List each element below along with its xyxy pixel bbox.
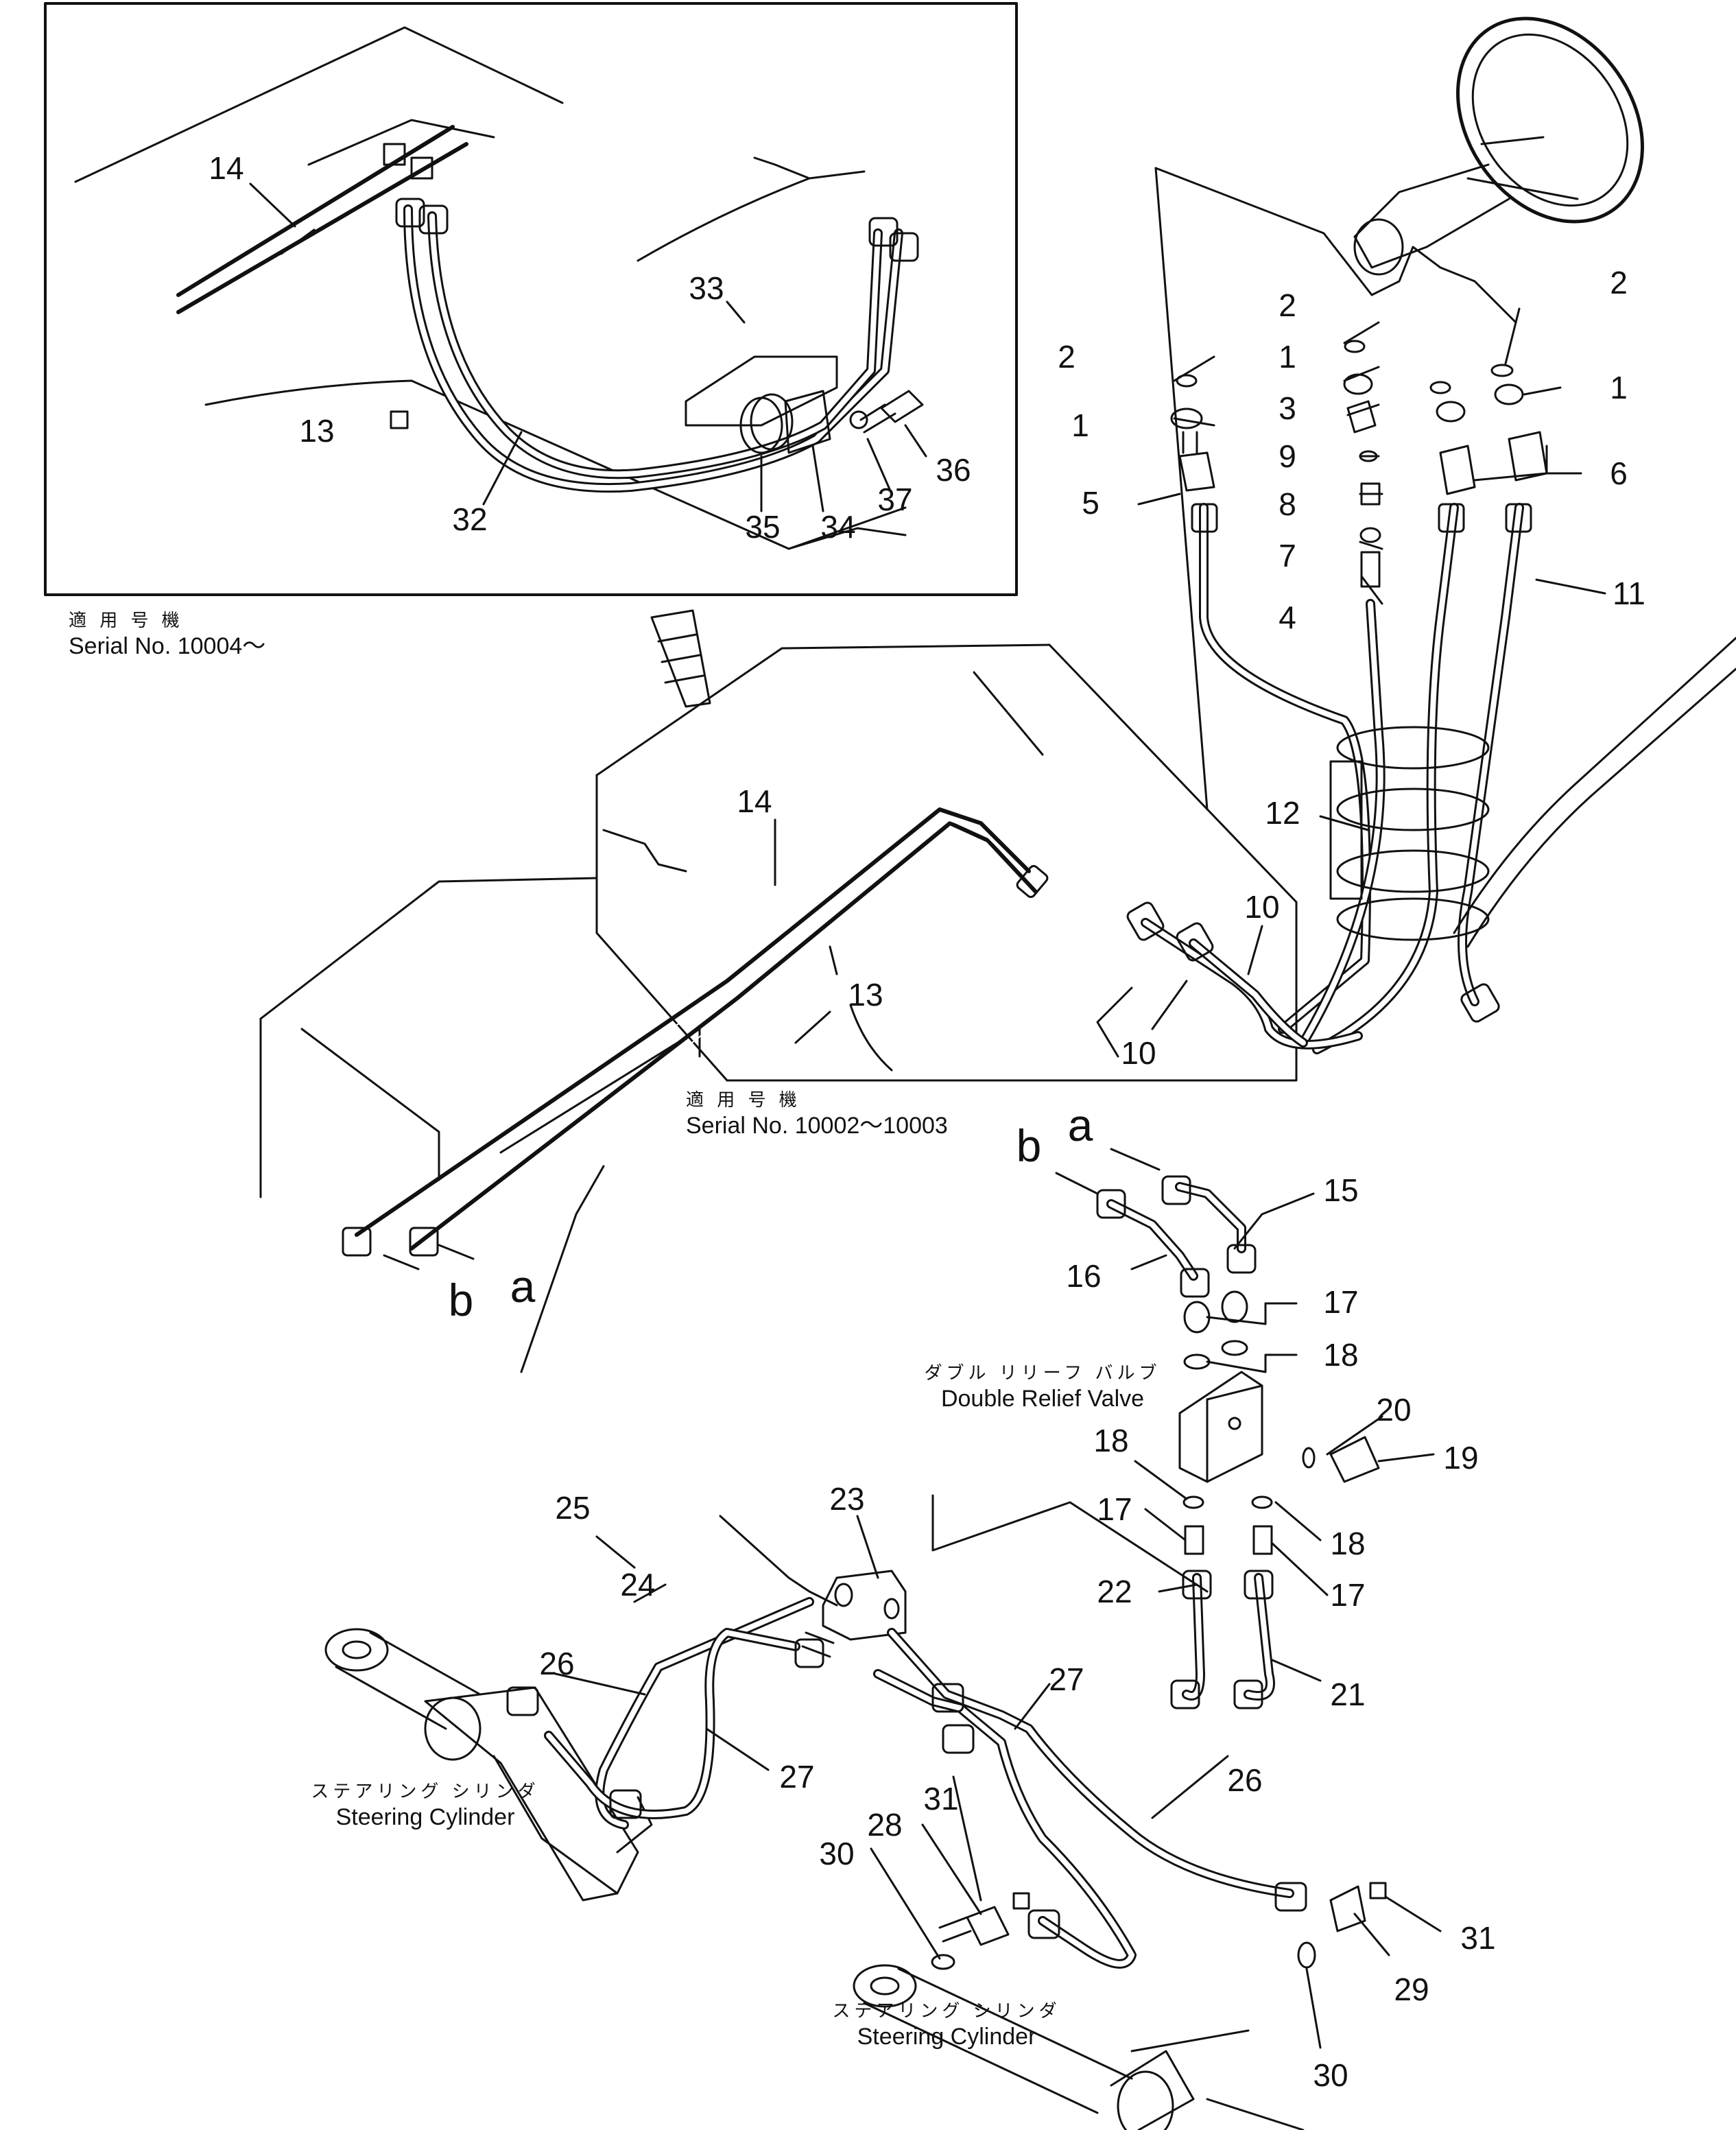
part-label: 16	[1066, 1258, 1102, 1294]
main-piping-view	[259, 643, 1363, 1373]
part-label: 10	[1121, 1035, 1156, 1071]
double-relief-valve-label: ダブル リリーフ バルブ Double Relief Valve	[925, 1362, 1161, 1413]
part-label: 14	[737, 783, 772, 819]
inset-serial-caption-jp: 適 用 号 機	[69, 610, 184, 630]
part-label: 2	[1058, 339, 1075, 375]
part-label: 1	[1610, 370, 1628, 405]
steering-cylinder-left-jp: ステアリング シリンダ	[311, 1781, 540, 1801]
part-label: 31	[1460, 1920, 1496, 1956]
part-label: 8	[1279, 486, 1296, 522]
part-label: 2	[1279, 287, 1296, 323]
part-label: 29	[1394, 1972, 1429, 2007]
part-label: 26	[539, 1646, 575, 1681]
part-label: 1	[1279, 339, 1296, 375]
main-serial-caption-jp: 適 用 号 機	[686, 1089, 801, 1110]
part-label: 15	[1323, 1172, 1359, 1208]
view-arrow	[650, 609, 711, 708]
part-label: 27	[779, 1759, 815, 1795]
part-label: 5	[1082, 485, 1099, 521]
mark-a-lower: a	[510, 1261, 536, 1312]
part-label: 25	[555, 1490, 591, 1526]
part-label: 4	[1279, 600, 1296, 635]
steering-cylinder-right-label: ステアリング シリンダ Steering Cylinder	[832, 2000, 1060, 2051]
part-label: 28	[867, 1807, 903, 1843]
part-label: 18	[1330, 1526, 1366, 1561]
mark-b-upper: b	[1016, 1120, 1042, 1171]
double-relief-valve-jp: ダブル リリーフ バルブ	[924, 1362, 1161, 1383]
part-label: 9	[1279, 438, 1296, 474]
part-label: 30	[819, 1836, 855, 1871]
part-label: 36	[936, 452, 971, 488]
part-label: 33	[689, 270, 724, 306]
part-label: 30	[1313, 2057, 1348, 2093]
steering-column	[1137, 16, 1736, 1054]
main-serial-caption: 適 用 号 機 Serial No. 10002～10003	[686, 1089, 948, 1140]
part-label: 23	[829, 1481, 865, 1517]
part-label: 17	[1323, 1284, 1359, 1320]
relief-valve-group	[1055, 1148, 1435, 1709]
part-label: 10	[1244, 889, 1280, 925]
part-label: 37	[877, 482, 913, 517]
part-label: 27	[1049, 1661, 1084, 1697]
part-label: 31	[923, 1781, 959, 1817]
part-label: 32	[452, 501, 488, 537]
part-label: 13	[848, 977, 883, 1013]
double-relief-valve-en: Double Relief Valve	[940, 1385, 1145, 1412]
steering-cylinder-right-en: Steering Cylinder	[857, 2023, 1036, 2050]
part-label: 13	[299, 413, 335, 449]
inset-view	[44, 2, 1018, 596]
part-label: 20	[1376, 1392, 1412, 1428]
part-label: 21	[1330, 1677, 1366, 1712]
part-label: 2	[1610, 265, 1628, 300]
steering-cylinder-left-en: Steering Cylinder	[335, 1803, 515, 1830]
steering-cylinder-right-jp: ステアリング シリンダ	[832, 2000, 1061, 2021]
inset-serial-caption: 適 用 号 機 Serial No. 10004～	[69, 609, 265, 661]
inset-serial-caption-en: Serial No. 10004～	[69, 632, 266, 659]
part-label: 11	[1613, 576, 1645, 611]
part-label: 19	[1443, 1440, 1479, 1476]
part-label: 22	[1097, 1574, 1132, 1609]
cylinders-and-hoses	[324, 1494, 1442, 2130]
part-label: 18	[1323, 1337, 1359, 1373]
part-label: 14	[209, 150, 244, 186]
part-label: 24	[620, 1567, 656, 1602]
part-label: 35	[745, 509, 781, 545]
main-serial-caption-en: Serial No. 10002～10003	[686, 1112, 948, 1139]
part-label: 1	[1071, 407, 1089, 443]
mark-a-upper: a	[1067, 1100, 1093, 1150]
part-label: 12	[1265, 795, 1300, 831]
part-label: 3	[1279, 390, 1296, 426]
part-label: 17	[1097, 1491, 1132, 1527]
part-label: 18	[1093, 1423, 1129, 1458]
mark-b-lower: b	[448, 1275, 474, 1325]
part-label: 6	[1610, 455, 1628, 491]
part-label: 17	[1330, 1577, 1366, 1613]
part-label: 26	[1227, 1762, 1263, 1798]
steering-cylinder-left-label: ステアリング シリンダ Steering Cylinder	[311, 1780, 539, 1832]
part-label: 34	[820, 509, 856, 545]
part-label: 7	[1279, 538, 1296, 573]
